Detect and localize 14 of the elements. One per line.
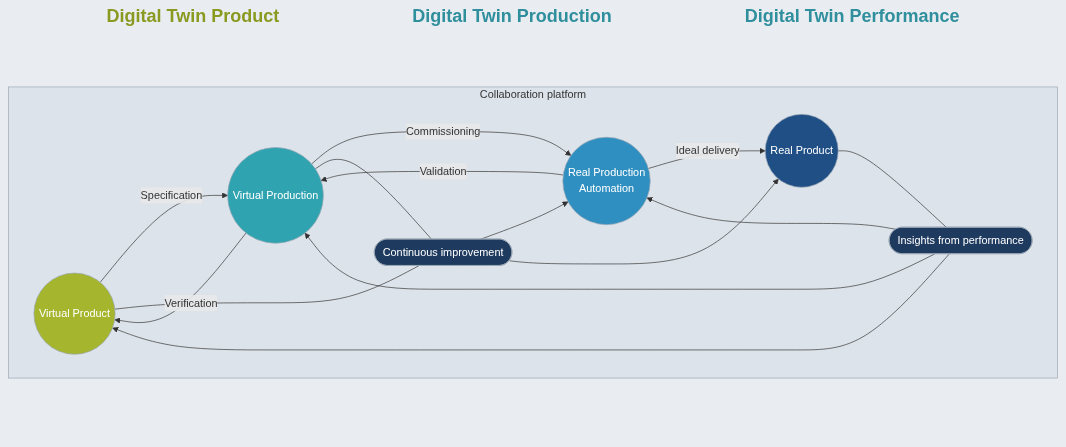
node-circle: Virtual Production [227, 146, 324, 244]
edge-label: Validation [419, 164, 467, 177]
edge-label: Verification [164, 296, 218, 309]
edge-label: Commissioning [405, 124, 481, 137]
edge-label: Specification [140, 188, 203, 201]
node-circle: Virtual Product [33, 272, 116, 355]
stage-heading: Digital Twin Performance [744, 6, 960, 27]
node-circle: Real Production Automation [562, 136, 651, 225]
connector [315, 158, 432, 240]
stage-heading: Digital Twin Product [106, 6, 280, 27]
connector [837, 150, 947, 228]
edge-label: Ideal delivery [675, 144, 740, 156]
stage-heading: Digital Twin Production [412, 6, 612, 27]
node-circle: Real Product [764, 113, 839, 188]
